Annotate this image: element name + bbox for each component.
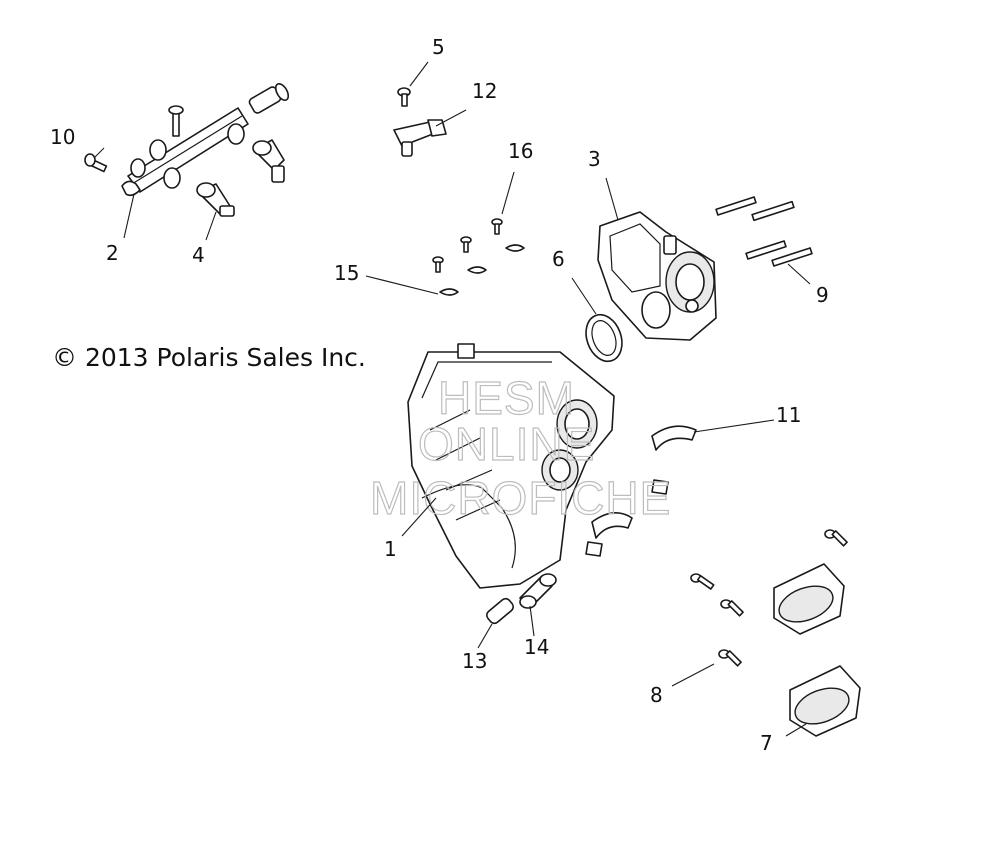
map-sensor [393, 119, 447, 157]
bolts-8 [690, 529, 848, 667]
callout-4: 4 [192, 243, 205, 267]
callout-14: 14 [524, 635, 549, 659]
callout-16: 16 [508, 139, 533, 163]
callout-8: 8 [650, 683, 663, 707]
intake-plenum [407, 343, 615, 589]
callout-13: 13 [462, 649, 487, 673]
leader-lines [93, 61, 811, 737]
callout-5: 5 [432, 35, 445, 59]
watermark-line-2: ONLINE [418, 418, 595, 470]
callout-9: 9 [816, 283, 829, 307]
bolt-5 [397, 87, 411, 107]
callout-6: 6 [552, 247, 565, 271]
callout-11: 11 [776, 403, 801, 427]
callout-10: 10 [50, 125, 75, 149]
callout-7: 7 [760, 731, 773, 755]
fitting-13 [486, 597, 514, 625]
watermark-line-3: MICROFICHE [370, 472, 671, 524]
o-ring-gasket [585, 313, 623, 363]
hose-clamps [585, 425, 697, 557]
callout-15: 15 [334, 261, 359, 285]
watermark-line-1: HESM [438, 372, 575, 424]
intake-boot [773, 563, 861, 737]
fuel-injector [196, 139, 285, 217]
callouts: 10 2 4 5 12 16 3 15 6 9 1 11 13 14 8 7 [50, 35, 829, 755]
callout-2: 2 [106, 241, 119, 265]
callout-12: 12 [472, 79, 497, 103]
bolt-10 [84, 153, 108, 173]
callout-3: 3 [588, 147, 601, 171]
long-bolts [715, 196, 813, 267]
throttle-body [597, 211, 717, 341]
callout-1: 1 [384, 537, 397, 561]
fuel-rail [121, 83, 290, 197]
fitting-14 [519, 573, 557, 609]
copyright-text: © 2013 Polaris Sales Inc. [52, 343, 366, 372]
screws-clips [432, 218, 525, 296]
